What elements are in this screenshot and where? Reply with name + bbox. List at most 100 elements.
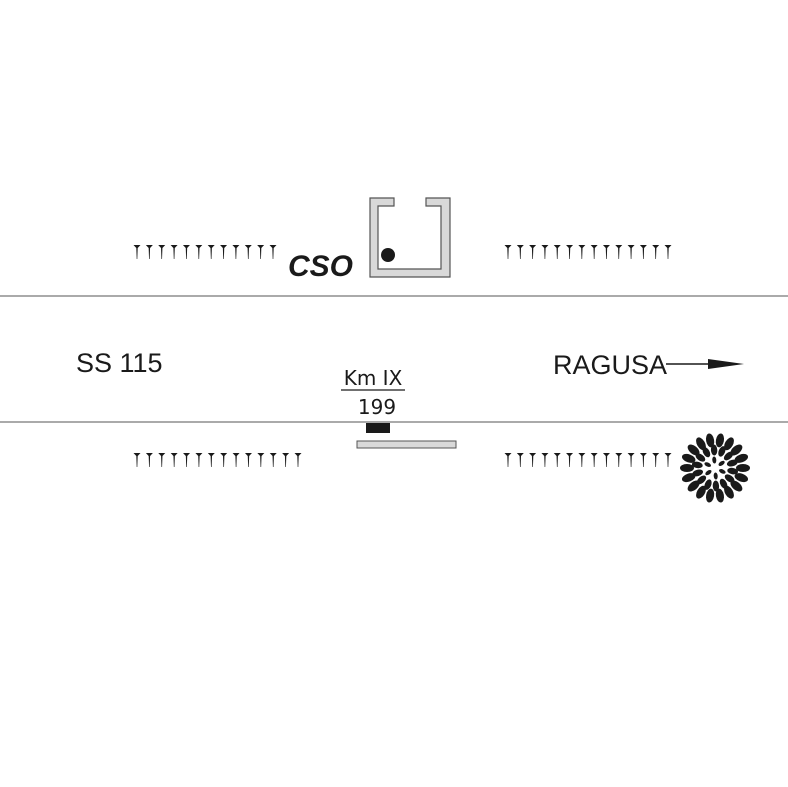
verge-tick: [664, 245, 672, 259]
verge-tick: [602, 453, 610, 467]
grass-verge-icon: [504, 453, 672, 467]
milestone-icon: [366, 423, 390, 433]
verge-tick: [195, 453, 203, 467]
shrub-leaf: [736, 464, 750, 472]
verge-tick: [541, 245, 549, 259]
verge-tick: [566, 453, 574, 467]
verge-tick: [294, 453, 302, 467]
verge-tick: [257, 453, 265, 467]
verge-tick: [652, 453, 660, 467]
shrub-leaf: [705, 470, 712, 476]
shrub-leaf: [727, 467, 739, 475]
verge-tick: [566, 245, 574, 259]
verge-tick: [133, 245, 141, 259]
shrub-leaf: [715, 488, 725, 503]
shrub-leaf: [691, 461, 703, 469]
shrub-leaf: [734, 473, 749, 483]
verge-tick: [541, 453, 549, 467]
verge-tick: [516, 245, 524, 259]
shrub-leaf: [681, 453, 696, 463]
shrub-leaf: [712, 456, 717, 464]
shrub-leaf: [704, 462, 711, 467]
verge-tick: [504, 453, 512, 467]
verge-tick: [220, 245, 228, 259]
verge-tick: [639, 453, 647, 467]
shrub-icon: [680, 433, 750, 503]
building-outline-icon: [369, 197, 451, 278]
shrub-leaf: [718, 446, 726, 457]
verge-tick: [232, 245, 240, 259]
shrub-leaf: [696, 485, 706, 499]
verge-tick: [244, 453, 252, 467]
shrub-leaf: [692, 469, 704, 477]
survey-point-icon: [381, 248, 395, 262]
shrub-leaf: [696, 437, 706, 451]
verge-tick: [615, 453, 623, 467]
verge-tick: [183, 453, 191, 467]
verge-tick: [504, 245, 512, 259]
verge-tick: [133, 453, 141, 467]
grass-verge-icon: [133, 245, 277, 259]
shrub-leaf: [705, 488, 715, 503]
marker-base-icon: [356, 440, 457, 449]
shrub-leaf: [680, 464, 694, 472]
shrub-leaf: [687, 444, 700, 456]
right-arrow-icon: [666, 359, 744, 369]
verge-tick: [145, 245, 153, 259]
verge-tick: [145, 453, 153, 467]
verge-tick: [590, 245, 598, 259]
verge-tick: [529, 453, 537, 467]
shrub-leaf: [702, 447, 711, 458]
verge-tick: [158, 453, 166, 467]
shrub-leaf: [724, 437, 734, 451]
road-name: SS 115: [76, 348, 163, 378]
shrub-leaf: [695, 453, 706, 462]
verge-tick: [207, 453, 215, 467]
shrub-leaf: [719, 469, 726, 474]
verge-tick: [590, 453, 598, 467]
verge-tick: [578, 453, 586, 467]
shrub-leaf: [710, 444, 718, 456]
verge-tick: [257, 245, 265, 259]
shrub-leaf: [724, 474, 735, 483]
verge-tick: [602, 245, 610, 259]
shrub-leaf: [687, 480, 700, 492]
verge-tick: [170, 453, 178, 467]
verge-tick: [269, 453, 277, 467]
verge-tick: [195, 245, 203, 259]
verge-tick: [158, 245, 166, 259]
km-marker-label: Km IX: [344, 366, 403, 390]
verge-tick: [627, 453, 635, 467]
station-label: CSO: [288, 250, 353, 283]
verge-tick: [578, 245, 586, 259]
verge-tick: [232, 453, 240, 467]
shrub-leaf: [734, 453, 749, 463]
shrub-leaf: [704, 479, 712, 490]
km-marker-value: 199: [358, 395, 396, 419]
verge-tick: [269, 245, 277, 259]
shrub-leaf: [730, 444, 743, 456]
grass-verge-icon: [504, 245, 672, 259]
verge-tick: [627, 245, 635, 259]
verge-tick: [244, 245, 252, 259]
verge-tick: [553, 453, 561, 467]
shrub-leaf: [696, 475, 707, 485]
verge-tick: [170, 245, 178, 259]
shrub-leaf: [715, 433, 725, 448]
verge-tick: [553, 245, 561, 259]
shrub-leaf: [730, 480, 743, 492]
verge-tick: [652, 245, 660, 259]
shrub-leaf: [705, 433, 715, 448]
shrub-leaf: [718, 460, 725, 466]
verge-tick: [282, 453, 290, 467]
verge-tick: [207, 245, 215, 259]
verge-tick: [220, 453, 228, 467]
shrub-leaf: [724, 485, 734, 499]
shrub-leaf: [712, 480, 720, 492]
shrub-leaf: [713, 472, 718, 480]
verge-tick: [664, 453, 672, 467]
verge-tick: [639, 245, 647, 259]
verge-tick: [182, 245, 190, 259]
shrub-leaf: [719, 478, 728, 489]
